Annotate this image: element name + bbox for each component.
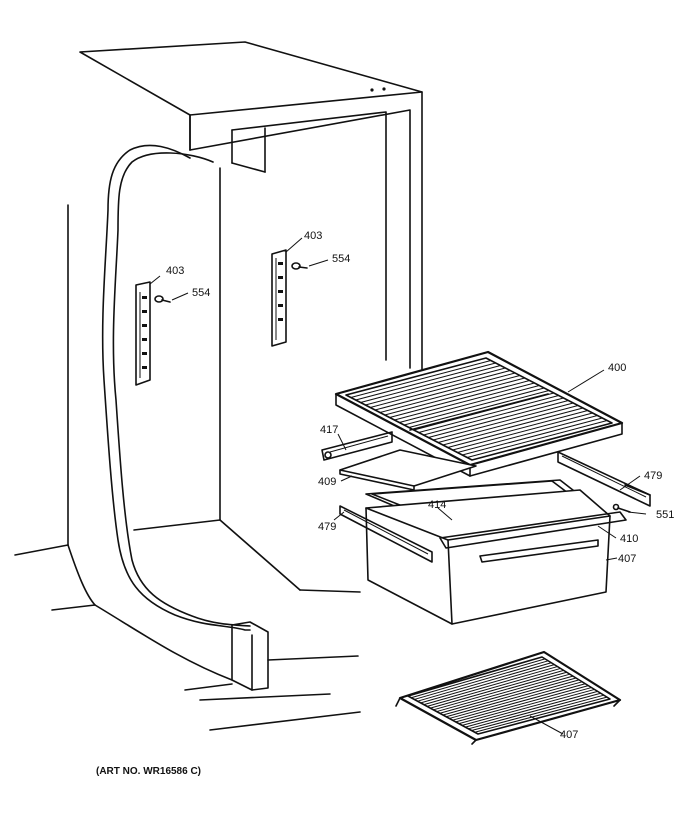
shelf-support-left (135, 275, 161, 386)
screw-551 (612, 503, 631, 513)
label-479-left: 479 (318, 521, 336, 533)
wire-shelf-lower (395, 650, 622, 745)
cabinet-outline (14, 41, 423, 731)
label-403-right: 403 (304, 230, 322, 242)
shelf-support-right (271, 237, 303, 347)
leader-lines (333, 369, 647, 735)
label-410: 410 (620, 533, 638, 545)
slide-rail-lower-left (339, 505, 433, 563)
label-551: 551 (656, 509, 674, 521)
screw-left (154, 292, 189, 303)
glass-cover (339, 449, 477, 491)
slide-rail-right (557, 451, 651, 507)
callout-labels: 400 417 409 414 479 479 551 410 407 407 … (166, 230, 674, 741)
label-554-right: 554 (332, 253, 350, 265)
slide-rail-left (321, 431, 393, 461)
wire-shelf-top (334, 350, 624, 477)
label-407-pan: 407 (618, 553, 636, 565)
label-409: 409 (318, 476, 336, 488)
screw-right (291, 259, 329, 270)
art-number-caption: (ART NO. WR16586 C) (96, 766, 201, 777)
label-400: 400 (608, 362, 626, 374)
label-417: 417 (320, 424, 338, 436)
label-414: 414 (428, 499, 446, 511)
label-554-left: 554 (192, 287, 210, 299)
label-403-left: 403 (166, 265, 184, 277)
label-407-shelf: 407 (560, 729, 578, 741)
label-479-right: 479 (644, 470, 662, 482)
crisper-pan (365, 489, 627, 625)
